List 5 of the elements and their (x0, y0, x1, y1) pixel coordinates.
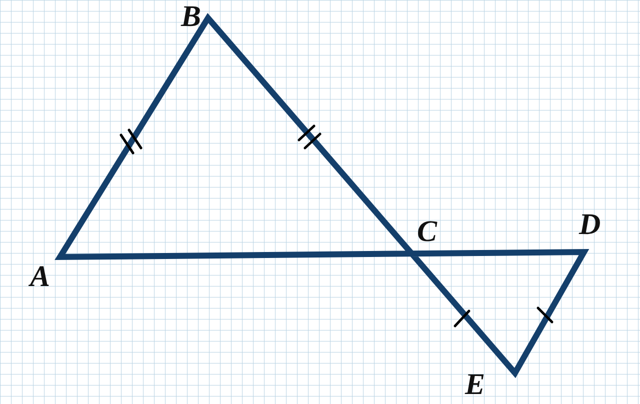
vertex-label: A (30, 262, 50, 292)
vertex-label: C (417, 217, 438, 247)
vertex-label: D (579, 210, 601, 240)
vertex-label: E (465, 370, 486, 400)
vertex-label: B (181, 2, 202, 32)
